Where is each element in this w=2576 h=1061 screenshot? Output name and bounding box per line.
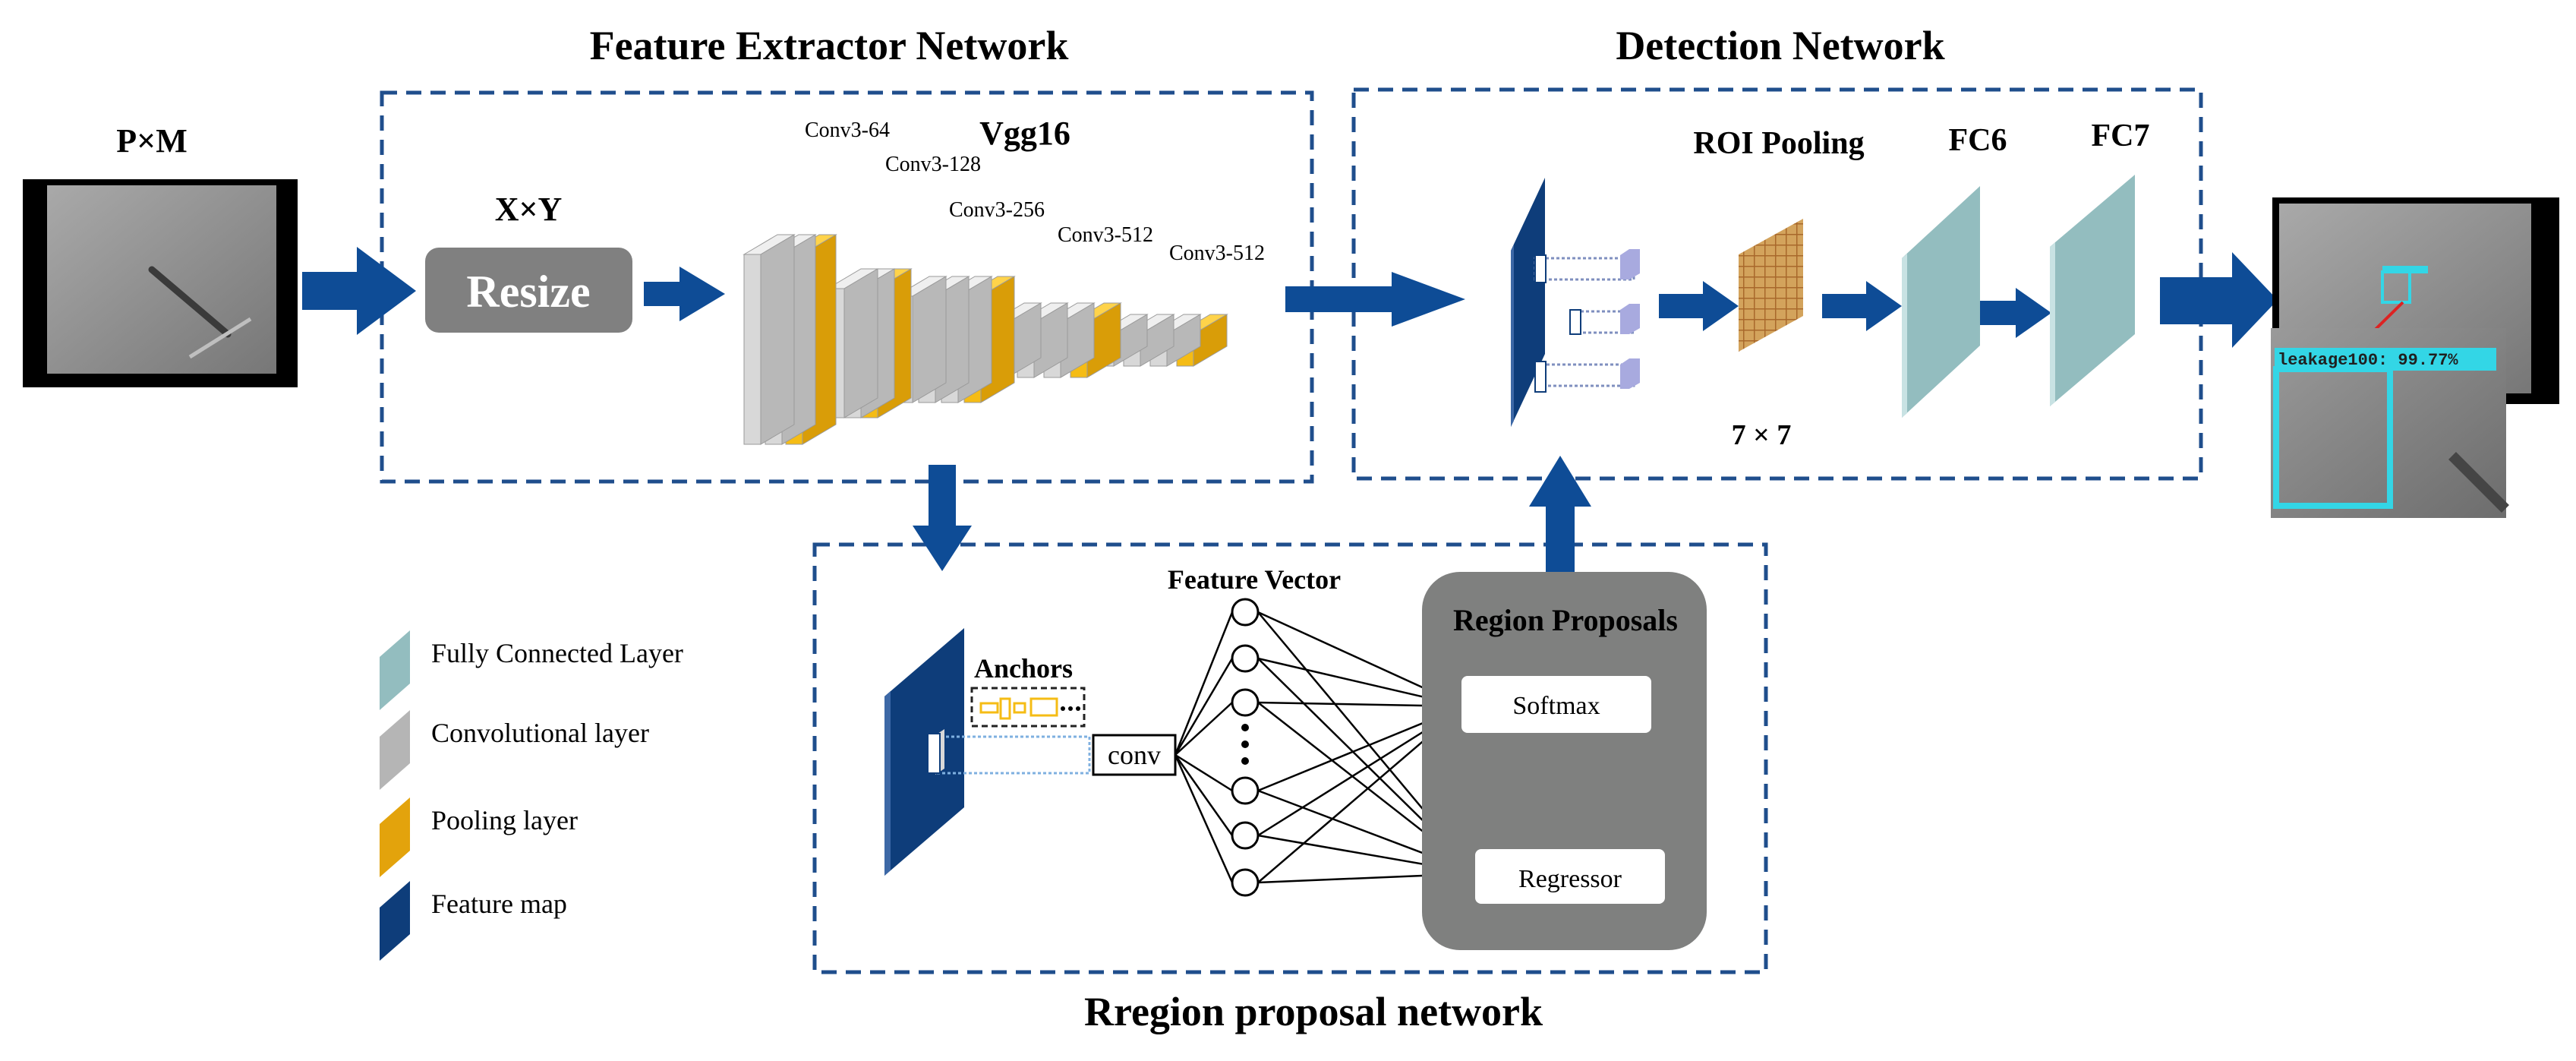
conv-box xyxy=(1092,734,1177,776)
fc7-layer-edge xyxy=(2050,242,2055,406)
region-proposals-label: Region Proposals xyxy=(1453,603,1678,637)
arrow-vgg-to-rpn xyxy=(913,465,972,571)
input-image xyxy=(23,179,298,387)
legend-label: Feature map xyxy=(431,889,567,919)
arrow-vgg-to-detection xyxy=(1285,272,1465,327)
roi-pooling-label: ROI Pooling xyxy=(1693,126,1864,161)
vgg-layer-label: Conv3-256 xyxy=(949,198,1045,222)
rpn-feature-map xyxy=(884,628,1091,876)
roi-size-label: 7 × 7 xyxy=(1732,419,1792,451)
legend-swatch xyxy=(380,630,410,710)
anchors-box xyxy=(970,687,1086,728)
arrow-fc6-to-fc7 xyxy=(1979,288,2051,338)
vgg-layer-label: Conv3-128 xyxy=(885,153,981,176)
feature-vector-nodes xyxy=(1231,598,1260,897)
vgg16-title: Vgg16 xyxy=(979,115,1070,152)
detection-feature-map xyxy=(1511,178,1640,427)
arrow-roi-to-fc6 xyxy=(1822,281,1902,331)
fc7-layer xyxy=(2050,175,2135,406)
fc7-label: FC7 xyxy=(2092,118,2150,153)
legend-item: Feature map xyxy=(380,881,567,961)
legend-label: Fully Connected Layer xyxy=(431,638,683,668)
anchors-label: Anchors xyxy=(974,653,1073,684)
neuron-node xyxy=(1231,644,1260,673)
softmax-box xyxy=(1461,676,1651,733)
arrow-resize-to-vgg xyxy=(644,267,725,321)
input-size-label: P×M xyxy=(116,122,187,159)
legend-swatch xyxy=(380,710,410,790)
roi-proposal-2 xyxy=(1569,304,1640,335)
legend-item: Fully Connected Layer xyxy=(380,630,683,710)
detection-network-title: Detection Network xyxy=(1616,23,1944,68)
roi-proposal-1 xyxy=(1534,249,1640,283)
output-zoom-image: leakage100: 99.77% xyxy=(2271,328,2509,518)
ellipsis-dot xyxy=(1241,724,1249,731)
legend-item: Pooling layer xyxy=(380,797,578,877)
arrow-rpn-to-detection xyxy=(1529,456,1591,581)
arrow-featmap-to-roi xyxy=(1659,281,1739,331)
detection-result-label: leakage100: 99.77% xyxy=(2278,351,2458,370)
ellipsis-dot xyxy=(1241,740,1249,748)
resize-box xyxy=(425,248,632,333)
legend-label: Convolutional layer xyxy=(431,718,649,748)
arrow-fc7-to-output xyxy=(2160,252,2278,348)
vgg-layer-label: Conv3-512 xyxy=(1058,223,1153,247)
vgg-layer-label: Conv3-64 xyxy=(805,118,890,142)
vgg-layer-label: Conv3-512 xyxy=(1169,242,1265,265)
neuron-node xyxy=(1231,688,1260,717)
regressor-box xyxy=(1475,849,1665,904)
neuron-node xyxy=(1231,776,1260,805)
ellipsis-dot xyxy=(1241,757,1249,765)
arrow-input-to-resize xyxy=(302,247,416,335)
vgg16-layer-stack: Conv3-64Conv3-128Conv3-256Conv3-512Conv3… xyxy=(743,118,1265,445)
neuron-node xyxy=(1231,868,1260,897)
conv-layer xyxy=(743,234,796,445)
neuron-node xyxy=(1231,821,1260,850)
roi-proposal-3 xyxy=(1534,358,1640,393)
regressor-label: Regressor xyxy=(1518,865,1622,893)
conv-label: conv xyxy=(1108,740,1161,770)
resize-label: Resize xyxy=(466,267,590,317)
softmax-label: Softmax xyxy=(1512,692,1600,720)
fc6-label: FC6 xyxy=(1949,123,2007,158)
legend-swatch xyxy=(380,797,410,877)
roi-pooling-grid xyxy=(1739,219,1803,352)
fc6-layer xyxy=(1902,186,1980,418)
neuron-node xyxy=(1231,598,1260,627)
feature-extractor-title: Feature Extractor Network xyxy=(590,23,1069,68)
rpn-title: Rregion proposal network xyxy=(1084,989,1543,1034)
legend-item: Convolutional layer xyxy=(380,710,649,790)
detection-network-box xyxy=(1351,87,2203,481)
resize-size-label: X×Y xyxy=(495,191,563,228)
legend-label: Pooling layer xyxy=(431,805,578,835)
legend-swatch xyxy=(380,881,410,961)
fc6-layer-edge xyxy=(1902,254,1907,418)
rpn-box xyxy=(812,542,1768,974)
feature-vector-label: Feature Vector xyxy=(1168,564,1341,595)
